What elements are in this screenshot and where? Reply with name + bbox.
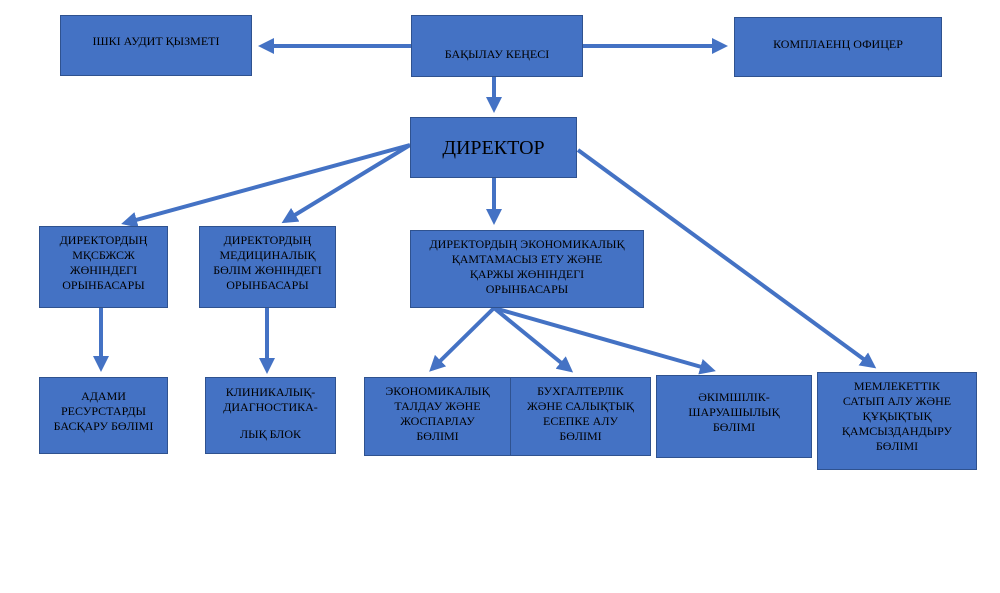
clinical-block-label-line1: КЛИНИКАЛЫҚ- ДИАГНОСТИКА- — [223, 385, 318, 414]
procurement-legal-label: МЕМЛЕКЕТТІК САТЫП АЛУ ЖӘНЕ ҚҰҚЫҚТЫҚ ҚАМС… — [841, 379, 953, 453]
internal-audit-label: ІШКІ АУДИТ ҚЫЗМЕТІ — [92, 34, 220, 48]
hr-department-label: АДАМИ РЕСУРСТАРДЫ БАСҚАРУ БӨЛІМІ — [53, 389, 154, 433]
compliance-officer-box: КОМПЛАЕНЦ ОФИЦЕР — [734, 17, 942, 77]
hr-department-box: АДАМИ РЕСУРСТАРДЫ БАСҚАРУ БӨЛІМІ — [39, 377, 168, 454]
procurement-legal-box: МЕМЛЕКЕТТІК САТЫП АЛУ ЖӘНЕ ҚҰҚЫҚТЫҚ ҚАМС… — [817, 372, 977, 470]
deputy-economic-box: ДИРЕКТОРДЫҢ ЭКОНОМИКАЛЫҚ ҚАМТАМАСЫЗ ЕТУ … — [410, 230, 644, 308]
arrow-director-to-deputy-medical — [281, 143, 412, 224]
deputy-medical-label: ДИРЕКТОРДЫҢ МЕДИЦИНАЛЫҚ БӨЛІМ ЖӨНІНДЕГІ … — [213, 233, 322, 292]
accounting-box: БУХГАЛТЕРЛІК ЖӘНЕ САЛЫҚТЫҚ ЕСЕПКЕ АЛУ БӨ… — [510, 377, 651, 456]
compliance-officer-label: КОМПЛАЕНЦ ОФИЦЕР — [773, 37, 903, 51]
director-label: ДИРЕКТОР — [442, 136, 545, 159]
arrow-director-to-deputy-nursing — [121, 143, 411, 228]
administrative-box: ӘКІМШІЛІК- ШАРУАШЫЛЫҚ БӨЛІМІ — [656, 375, 812, 458]
arrow-economic-to-accounting — [492, 306, 574, 373]
deputy-nursing-box: ДИРЕКТОРДЫҢ МҚСБжСЖ ЖӨНІНДЕГІ ОРЫНБАСАРЫ — [39, 226, 168, 308]
accounting-label: БУХГАЛТЕРЛІК ЖӘНЕ САЛЫҚТЫҚ ЕСЕПКЕ АЛУ БӨ… — [527, 384, 634, 443]
supervisory-board-label: БАҚЫЛАУ КЕҢЕСІ — [444, 47, 550, 61]
director-box: ДИРЕКТОР — [410, 117, 577, 178]
supervisory-board-box: БАҚЫЛАУ КЕҢЕСІ — [411, 15, 583, 77]
arrow-director-to-procurement — [576, 148, 877, 369]
internal-audit-box: ІШКІ АУДИТ ҚЫЗМЕТІ — [60, 15, 252, 76]
clinical-block-box: КЛИНИКАЛЫҚ- ДИАГНОСТИКА- ЛЫҚ БЛОК — [205, 377, 336, 454]
deputy-nursing-label: ДИРЕКТОРДЫҢ МҚСБжСЖ ЖӨНІНДЕГІ ОРЫНБАСАРЫ — [59, 233, 148, 292]
administrative-label: ӘКІМШІЛІК- ШАРУАШЫЛЫҚ БӨЛІМІ — [688, 390, 780, 434]
arrow-economic-to-planning — [429, 306, 496, 372]
deputy-economic-label: ДИРЕКТОРДЫҢ ЭКОНОМИКАЛЫҚ ҚАМТАМАСЫЗ ЕТУ … — [429, 237, 625, 296]
deputy-medical-box: ДИРЕКТОРДЫҢ МЕДИЦИНАЛЫҚ БӨЛІМ ЖӨНІНДЕГІ … — [199, 226, 336, 308]
economic-planning-box: ЭКОНОМИКАЛЫҚ ТАЛДАУ ЖӘНЕ ЖОСПАРЛАУ БӨЛІМ… — [364, 377, 511, 456]
economic-planning-label: ЭКОНОМИКАЛЫҚ ТАЛДАУ ЖӘНЕ ЖОСПАРЛАУ БӨЛІМ… — [385, 384, 490, 443]
arrow-economic-to-administrative — [493, 306, 716, 375]
clinical-block-label-line2: ЛЫҚ БЛОК — [239, 427, 301, 441]
